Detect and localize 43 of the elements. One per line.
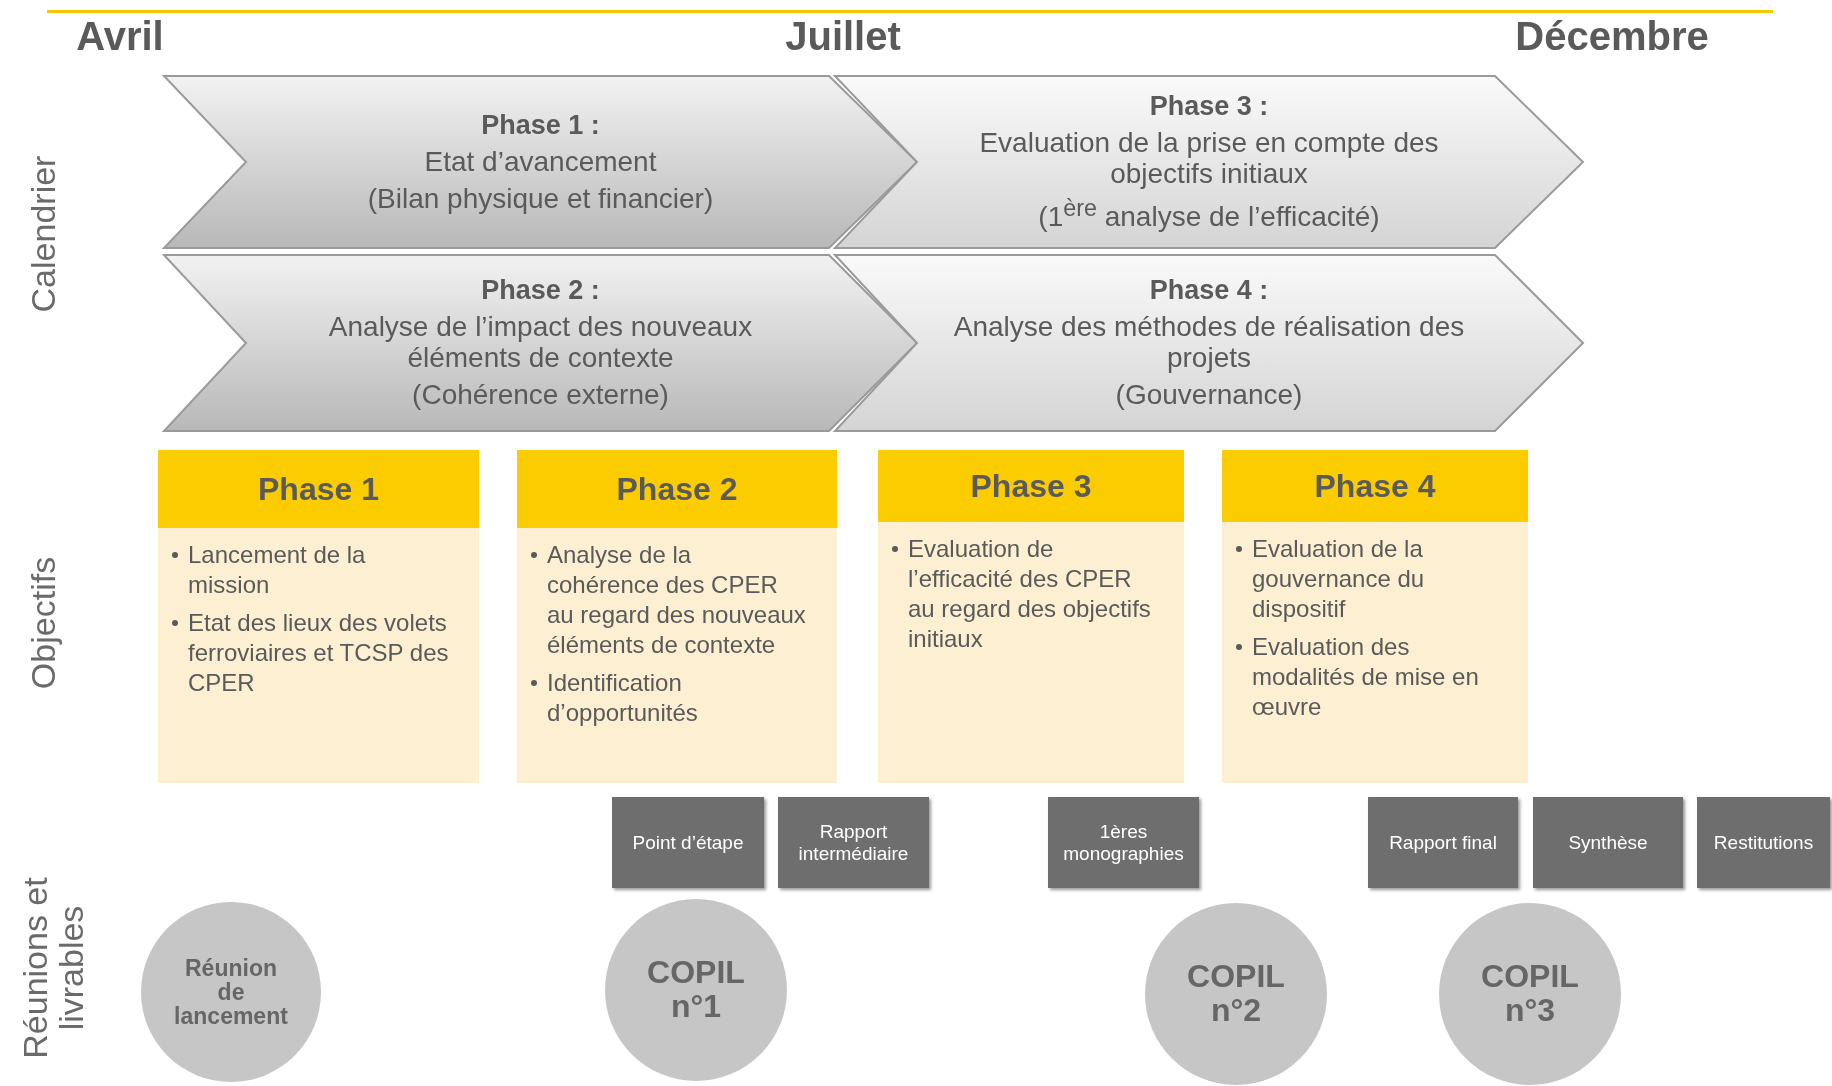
phase-description: Analyse de l’impact des nouveaux éléments de contexte bbox=[327, 312, 754, 374]
objective-card bbox=[517, 450, 837, 783]
objective-card bbox=[878, 450, 1184, 783]
objective-item: Identification d’opportunités bbox=[547, 668, 699, 728]
meeting-circle: Réunion de lancement bbox=[141, 902, 321, 1082]
deliverable-box: Synthèse bbox=[1533, 797, 1683, 888]
deliverable-box: Rapport intermédiaire bbox=[778, 797, 929, 888]
phase-description: (Bilan physique et financier) bbox=[367, 183, 714, 215]
phase-header: Phase 2 bbox=[517, 450, 837, 528]
objective-card bbox=[1222, 450, 1528, 783]
meeting-circle: COPIL n°1 bbox=[605, 899, 787, 1081]
phase-description: (Gouvernance) bbox=[1115, 379, 1303, 411]
month-label: Juillet bbox=[785, 14, 901, 59]
phase-header: Phase 3 bbox=[878, 450, 1184, 522]
deliverable-box: Rapport final bbox=[1368, 797, 1518, 888]
phase-header: Phase 4 bbox=[1222, 450, 1528, 522]
meeting-circle: COPIL n°3 bbox=[1439, 903, 1621, 1085]
deliverable-box: Point d’étape bbox=[612, 797, 764, 888]
objective-item: Evaluation de la gouvernance du dispositif bbox=[1252, 534, 1426, 624]
phase-header: Phase 1 bbox=[158, 450, 479, 528]
phase-description: (1$^{ère}$ analyse de l’efficacité) bbox=[1038, 195, 1380, 233]
phase-description: Analyse des méthodes de réalisation des projets bbox=[952, 312, 1466, 374]
meeting-circle: COPIL n°2 bbox=[1145, 903, 1327, 1085]
objective-item: Lancement de la mission bbox=[188, 540, 367, 600]
month-label: Décembre bbox=[1515, 14, 1709, 59]
phase-heading: Phase 3 : bbox=[1149, 91, 1269, 123]
objective-item: Evaluation des modalités de mise en œuvre bbox=[1252, 632, 1480, 722]
objective-item: Evaluation de l’efficacité des CPER au regard des objectifs initiaux bbox=[908, 534, 1152, 654]
phase-heading: Phase 2 : bbox=[481, 275, 600, 307]
month-label: Avril bbox=[76, 14, 164, 59]
phase-heading: Phase 1 : bbox=[481, 109, 600, 141]
row-label: Réunions et livrables bbox=[18, 876, 90, 1061]
row-label: Calendrier bbox=[26, 155, 62, 313]
phase-heading: Phase 4 : bbox=[1149, 275, 1269, 307]
row-label: Objectifs bbox=[26, 556, 62, 690]
phase-description: (Cohérence externe) bbox=[412, 379, 669, 411]
objective-item: Etat des lieux des volets ferroviaires et TCSP des CPER bbox=[188, 608, 449, 698]
deliverable-box: 1ères monographies bbox=[1048, 797, 1199, 888]
phase-description: Etat d’avancement bbox=[424, 146, 657, 178]
deliverable-box: Restitutions bbox=[1697, 797, 1830, 888]
objective-item: Analyse de la cohérence des CPER au regard des nouveaux éléments de contexte bbox=[547, 540, 807, 660]
objective-card bbox=[158, 450, 479, 783]
phase-description: Evaluation de la prise en compte des objectifs initiaux bbox=[978, 128, 1440, 190]
